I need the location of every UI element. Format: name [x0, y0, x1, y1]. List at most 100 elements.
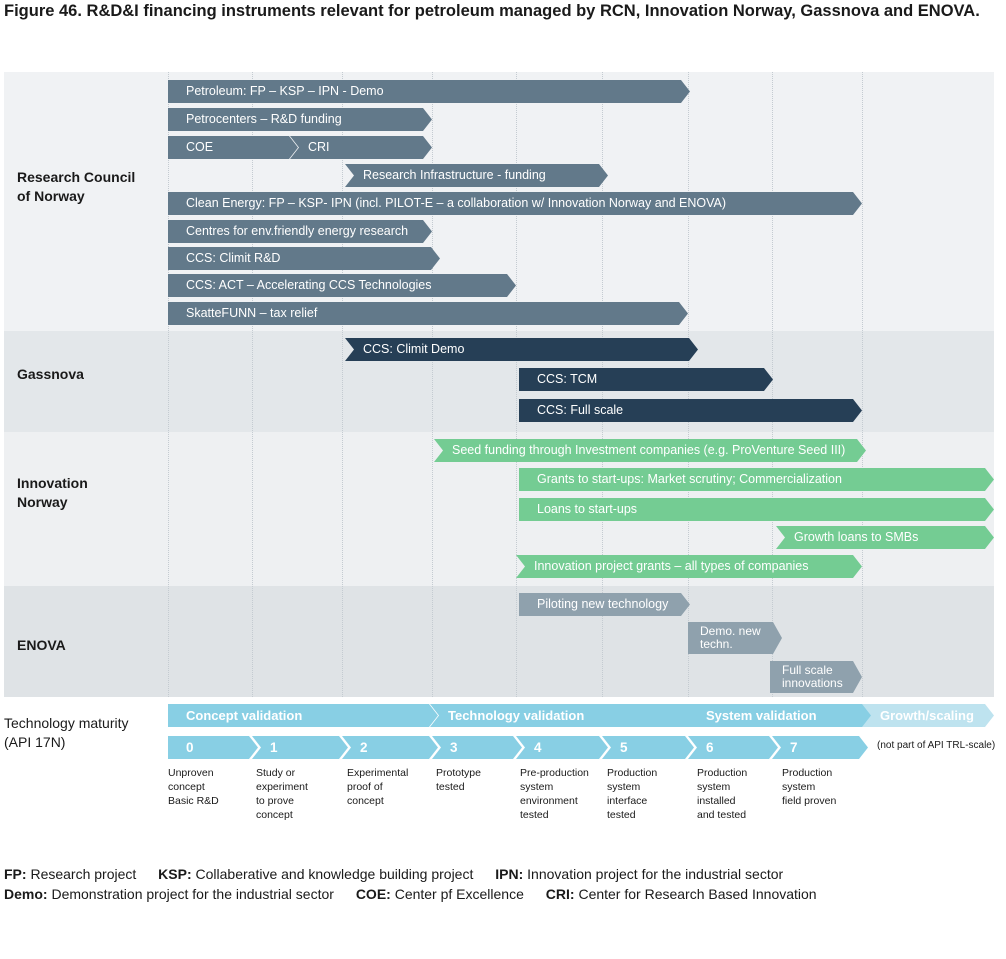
trl-level-1: 1 [252, 736, 348, 759]
instrument-label: SkatteFUNN – tax relief [186, 306, 318, 320]
legend-row-2: Demo: Demonstration project for the indu… [4, 886, 817, 902]
stage-label: Technology validation [448, 708, 585, 723]
trl-description-7: Production system field proven [782, 767, 837, 807]
org-label-rcn: Research Council of Norway [17, 169, 136, 204]
instrument-rcn-clean-energy: Clean Energy: FP – KSP- IPN (incl. PILOT… [168, 192, 862, 215]
stage-system-validation: System validation [688, 704, 872, 727]
trl-number: 5 [620, 740, 628, 755]
trl-description-1: Study or experiment to prove concept [256, 767, 308, 821]
instrument-label: CCS: TCM [537, 372, 598, 386]
legend-text-ipn: Innovation project for the industrial se… [527, 866, 784, 882]
column-guide [516, 72, 517, 697]
org-label-innovation-norway: Innovation Norway [17, 475, 88, 510]
instrument-label: Petroleum: FP – KSP – IPN - Demo [186, 84, 384, 98]
legend-text-demo: Demonstration project for the industrial… [51, 886, 334, 902]
stage-concept-validation: Concept validation [168, 704, 438, 727]
instrument-innovation-growth-loans: Growth loans to SMBs [776, 526, 994, 549]
column-guide [252, 72, 253, 697]
instrument-label: Loans to start-ups [537, 502, 638, 516]
column-guide [432, 72, 433, 697]
instrument-label: Seed funding through Investment companie… [452, 443, 846, 457]
instrument-rcn-skattefunn: SkatteFUNN – tax relief [168, 302, 688, 325]
org-label-gassnova: Gassnova [17, 366, 84, 382]
trl-level-2: 2 [342, 736, 438, 759]
trl-level-0: 0 [168, 736, 258, 759]
instrument-label: Piloting new technology [537, 597, 669, 611]
instrument-enova-demo-new-techn: Demo. new techn. [688, 622, 782, 654]
trl-level-3: 3 [432, 736, 522, 759]
trl-description-6: Production system installed and tested [697, 767, 748, 821]
instrument-rcn-ccs-act: CCS: ACT – Accelerating CCS Technologies [168, 274, 516, 297]
technology-maturity-label: Technology maturity (API 17N) [4, 715, 129, 750]
instrument-innovation-grants-startups: Grants to start-ups: Market scrutiny; Co… [519, 468, 994, 491]
legend-text-coe: Center pf Excellence [394, 886, 524, 902]
org-label-enova: ENOVA [17, 637, 66, 653]
legend-key-demo: Demo: [4, 886, 48, 902]
trl-number: 4 [534, 740, 542, 755]
instrument-label: CCS: ACT – Accelerating CCS Technologies [186, 278, 432, 292]
stage-growth-scaling: Growth/scaling [862, 704, 994, 727]
instrument-label: COE [186, 140, 214, 154]
legend-key-coe: COE: [355, 886, 391, 902]
trl-description-5: Production system interface tested [607, 767, 658, 821]
stage-label: Concept validation [186, 708, 303, 723]
instrument-label: Growth loans to SMBs [794, 530, 919, 544]
instrument-label: Innovation project grants – all types of… [534, 559, 809, 573]
instrument-rcn-ccs-climit-rd: CCS: Climit R&D [168, 247, 440, 270]
trl-number: 7 [790, 740, 798, 755]
trl-level-4: 4 [516, 736, 608, 759]
trl-description-4: Pre-production system environment tested [520, 767, 589, 821]
instrument-rcn-petroleum: Petroleum: FP – KSP – IPN - Demo [168, 80, 690, 103]
legend-text-cri: Center for Research Based Innovation [578, 886, 817, 902]
instrument-label: Grants to start-ups: Market scrutiny; Co… [537, 472, 842, 486]
instrument-gassnova-full-scale: CCS: Full scale [519, 399, 862, 422]
legend-key-ksp: KSP: [158, 866, 192, 882]
instrument-label: CCS: Climit R&D [186, 251, 281, 265]
instrument-label: CCS: Climit Demo [363, 342, 465, 356]
instrument-innovation-project-grants: Innovation project grants – all types of… [516, 555, 862, 578]
column-guide [772, 72, 773, 697]
instrument-innovation-loans-startups: Loans to start-ups [519, 498, 994, 521]
instrument-label: Centres for env.friendly energy research [186, 224, 409, 238]
trl-description-2: Experimental proof of concept [347, 767, 409, 807]
trl-level-6: 6 [688, 736, 778, 759]
trl-number: 1 [270, 740, 278, 755]
instrument-rcn-petrocenters: Petrocenters – R&D funding [168, 108, 432, 131]
legend-key-ipn: IPN: [495, 866, 524, 882]
legend-text-fp: Research project [30, 866, 137, 882]
stage-label: System validation [706, 708, 817, 723]
legend-text-ksp: Collaberative and knowledge building pro… [195, 866, 474, 882]
instrument-rcn-cri: CRI [290, 136, 432, 159]
column-guide [862, 72, 863, 697]
instrument-label: Research Infrastructure - funding [363, 168, 546, 182]
instrument-innovation-seed-funding: Seed funding through Investment companie… [434, 439, 866, 462]
trl-scale-note: (not part of API TRL-scale) [877, 740, 996, 751]
instrument-rcn-centres-env: Centres for env.friendly energy research [168, 220, 432, 243]
legend-key-fp: FP: [4, 866, 27, 882]
instrument-rcn-research-infrastructure: Research Infrastructure - funding [345, 164, 608, 187]
column-guide [342, 72, 343, 697]
trl-number: 6 [706, 740, 714, 755]
legend-row-1: FP: Research project KSP: Collaberative … [4, 866, 783, 882]
trl-description-3: Prototype tested [436, 767, 481, 793]
instrument-gassnova-tcm: CCS: TCM [519, 368, 773, 391]
stage-technology-validation: Technology validation [430, 704, 698, 727]
instrument-gassnova-climit-demo: CCS: Climit Demo [345, 338, 698, 361]
trl-number: 3 [450, 740, 458, 755]
trl-level-7: 7 [772, 736, 868, 759]
trl-level-5: 5 [602, 736, 694, 759]
instrument-label: Petrocenters – R&D funding [186, 112, 342, 126]
instrument-label: Full scale innovations [782, 663, 843, 690]
trl-number: 0 [186, 740, 194, 755]
instrument-label: Demo. new techn. [700, 624, 761, 651]
column-guide [168, 72, 169, 697]
legend-key-cri: CRI: [545, 886, 575, 902]
instrument-label: CCS: Full scale [537, 403, 624, 417]
trl-number: 2 [360, 740, 368, 755]
stage-label: Growth/scaling [880, 708, 974, 723]
instrument-label: CRI [308, 140, 330, 154]
instrument-enova-piloting: Piloting new technology [519, 593, 690, 616]
instrument-label: Clean Energy: FP – KSP- IPN (incl. PILOT… [186, 196, 727, 210]
instrument-enova-full-scale-innovations: Full scale innovations [770, 661, 862, 693]
instrument-rcn-coe: COE [168, 136, 298, 159]
